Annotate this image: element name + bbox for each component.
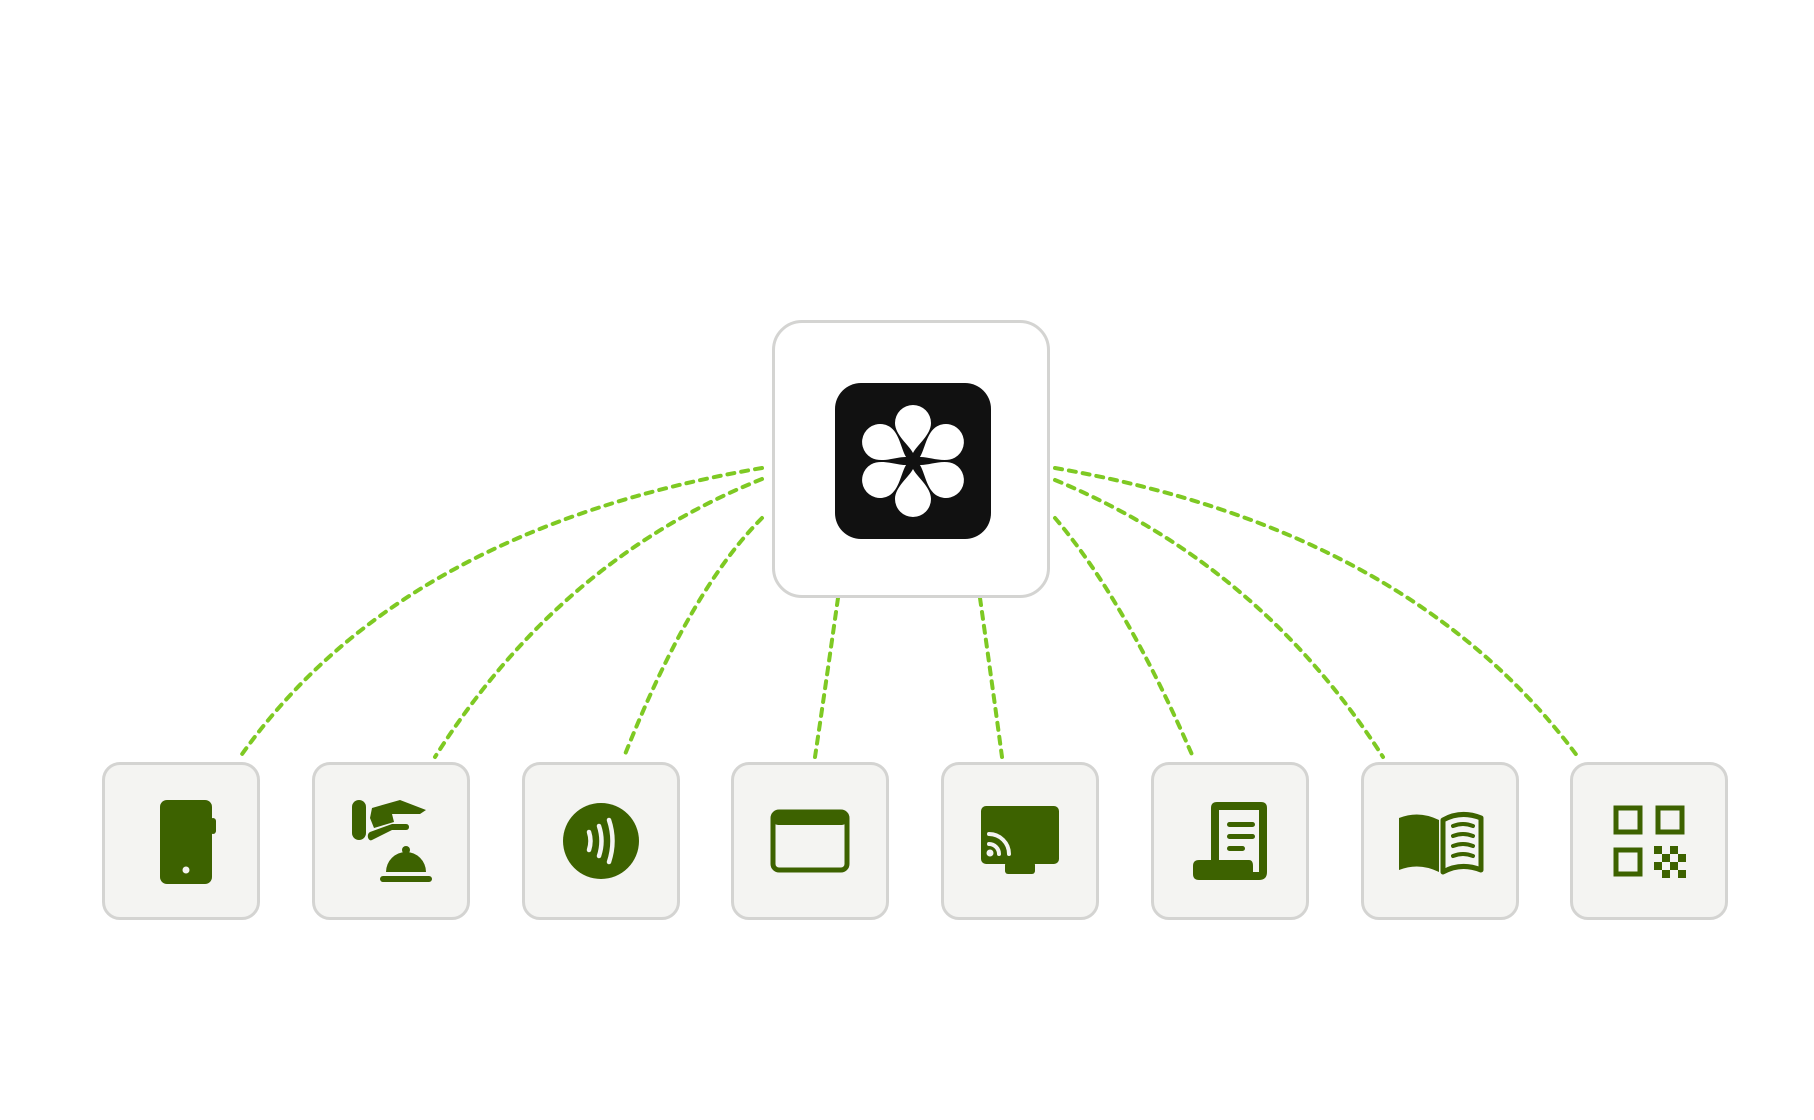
- qr-code-icon: [1613, 805, 1686, 878]
- open-menu-book-icon: [1399, 812, 1484, 875]
- connector-line-2: [433, 477, 764, 759]
- channel-node-web[interactable]: [731, 762, 889, 920]
- channel-node-receipt[interactable]: [1151, 762, 1309, 920]
- channel-node-mobile[interactable]: [102, 762, 260, 920]
- connector-line-1: [238, 466, 764, 759]
- connector-line-3: [622, 516, 764, 759]
- hand-serving-cloche-icon: [352, 800, 432, 882]
- browser-window-icon: [770, 809, 850, 873]
- cast-display-icon: [981, 806, 1059, 874]
- central-hub-node[interactable]: [772, 320, 1050, 598]
- channel-node-waiter-service[interactable]: [312, 762, 470, 920]
- connector-line-6: [1053, 516, 1195, 759]
- receipt-icon: [1193, 802, 1267, 880]
- channel-node-qr[interactable]: [1570, 762, 1728, 920]
- connector-line-7: [1053, 478, 1385, 759]
- channel-node-menu[interactable]: [1361, 762, 1519, 920]
- channel-node-contactless[interactable]: [522, 762, 680, 920]
- connector-line-8: [1053, 466, 1580, 759]
- connector-line-4: [813, 596, 840, 759]
- contactless-payment-icon: [563, 803, 639, 879]
- channel-node-display[interactable]: [941, 762, 1099, 920]
- smartphone-icon: [160, 800, 216, 884]
- flower-logo-icon: [835, 383, 991, 539]
- connector-line-5: [978, 596, 1004, 759]
